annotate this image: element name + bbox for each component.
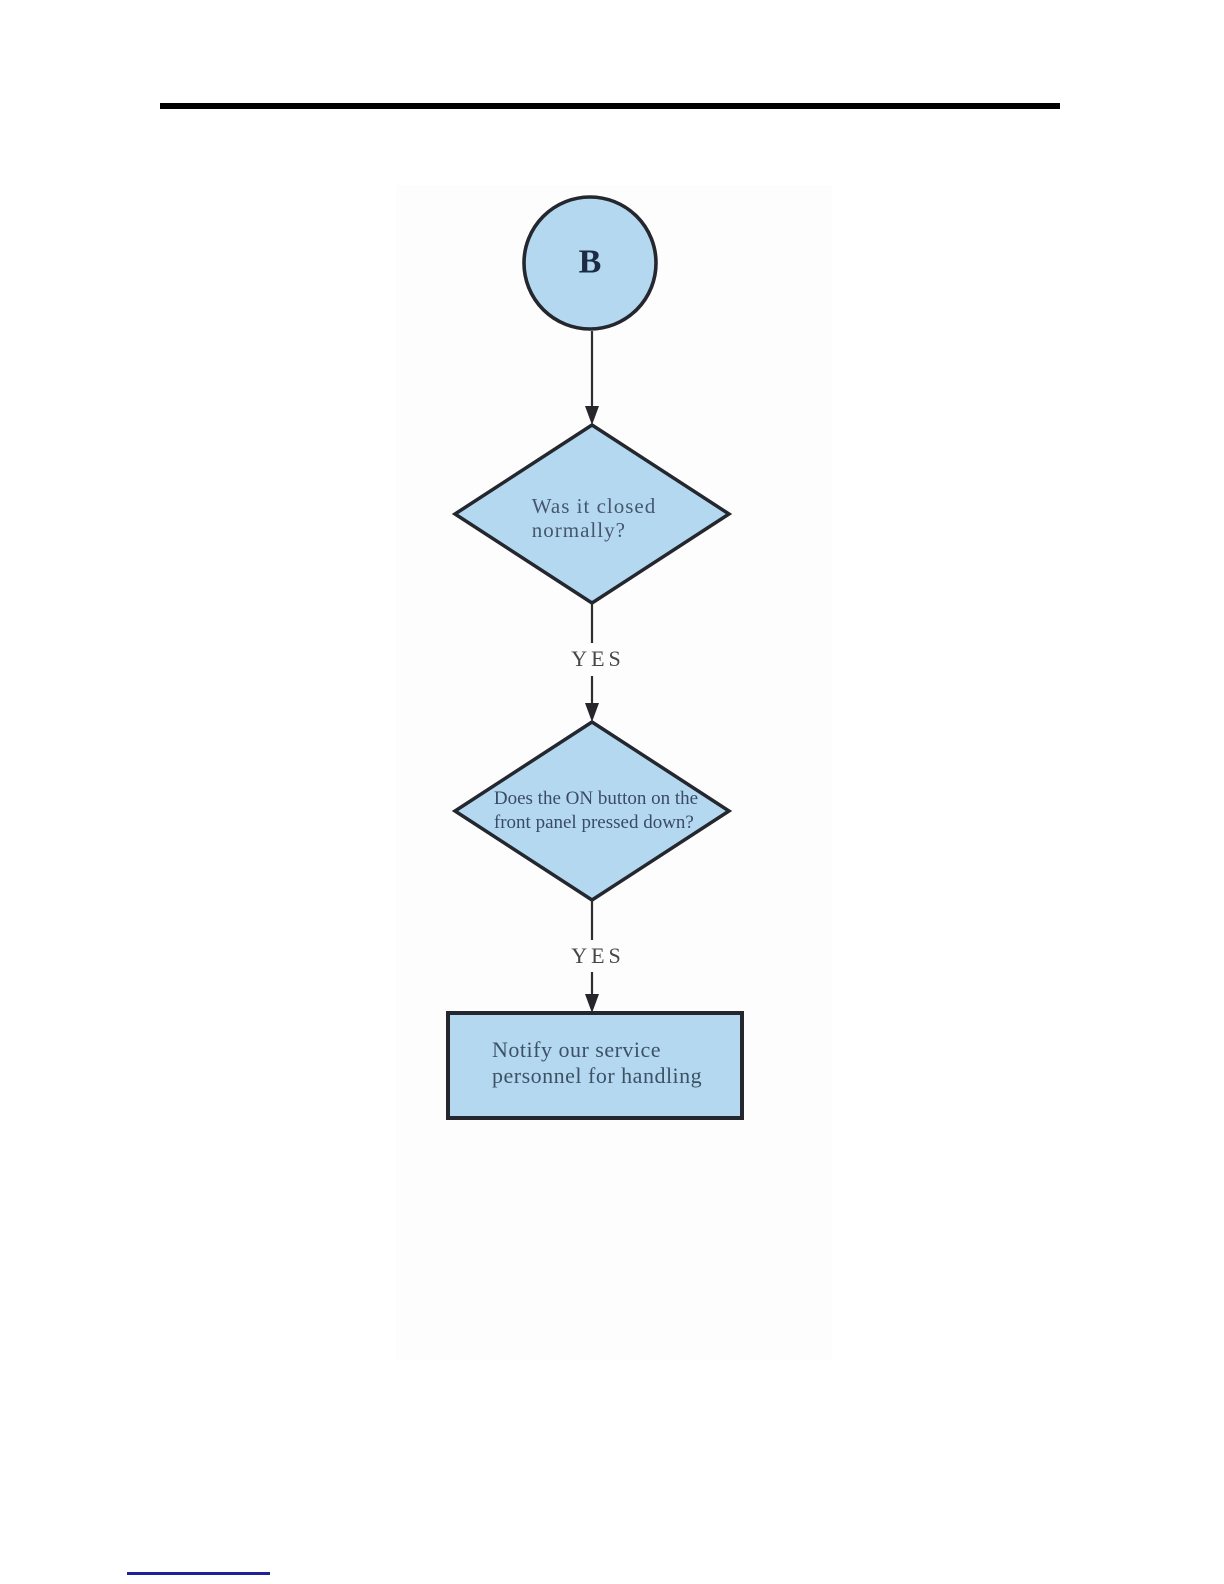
- arrowhead-into-process: [585, 994, 599, 1013]
- header-rule: [160, 103, 1060, 109]
- decision1-label: Was it closed normally?: [531, 494, 657, 542]
- edge-yes-label-1: YES: [571, 646, 625, 671]
- edge-yes-label-2: YES: [571, 943, 625, 968]
- process-box-label: Notify our service personnel for handlin…: [492, 1037, 703, 1088]
- arrowhead-into-decision2: [585, 703, 599, 722]
- process-box-shape: [446, 1011, 744, 1120]
- decision2-label: Does the ON button on the front panel pr…: [493, 788, 699, 833]
- arrowhead-into-decision1: [585, 406, 599, 425]
- connector-circle-shape: [522, 195, 658, 331]
- footer-link-underline[interactable]: [127, 1572, 270, 1575]
- connector-circle-label: B: [578, 243, 602, 281]
